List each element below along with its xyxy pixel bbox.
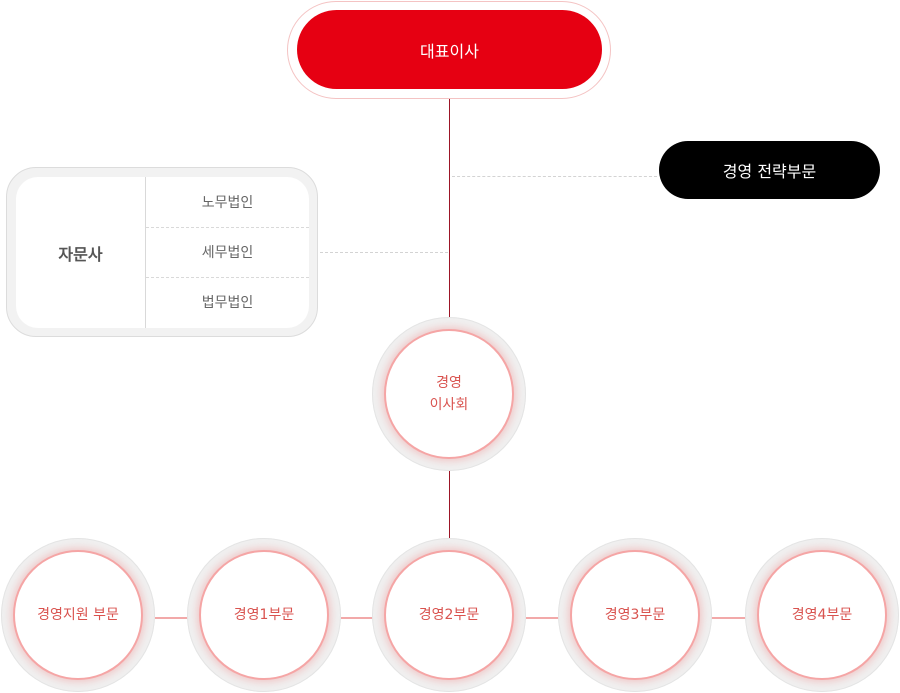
division-label: 경영1부문: [233, 607, 295, 623]
board-label-line2: 이사회: [429, 397, 469, 413]
division-label: 경영2부문: [418, 607, 480, 623]
division-label: 경영4부문: [791, 607, 853, 623]
advisor-item-law[interactable]: 법무법인: [201, 295, 254, 311]
ceo-to-board-line: [449, 99, 450, 317]
board-node[interactable]: 경영 이사회: [384, 329, 514, 459]
strategy-dashed-connector: [452, 176, 657, 177]
division-node-3[interactable]: 경영3부문: [570, 550, 700, 680]
board-to-divisions-line: [449, 471, 450, 539]
board-label-line1: 경영: [436, 375, 462, 391]
advisor-item-tax[interactable]: 세무법인: [201, 245, 254, 261]
division-connector-3: [526, 617, 559, 619]
advisors-dashed-connector: [320, 252, 448, 253]
division-connector-1: [155, 617, 188, 619]
division-connector-4: [711, 617, 747, 619]
ceo-node[interactable]: 대표이사: [297, 10, 602, 89]
advisor-separator: [146, 227, 309, 228]
ceo-label: 대표이사: [420, 41, 479, 61]
division-connector-2: [341, 617, 374, 619]
division-node-1[interactable]: 경영1부문: [199, 550, 329, 680]
advisor-item-labor[interactable]: 노무법인: [201, 195, 254, 211]
division-label: 경영3부문: [604, 607, 666, 623]
division-node-2[interactable]: 경영2부문: [384, 550, 514, 680]
advisors-title: 자문사: [16, 177, 146, 328]
division-node-4[interactable]: 경영4부문: [757, 550, 887, 680]
division-label: 경영지원 부문: [37, 607, 119, 623]
advisors-box: 자문사 노무법인 세무법인 법무법인: [16, 177, 309, 328]
strategy-node[interactable]: 경영 전략부문: [659, 141, 880, 199]
advisor-separator: [146, 277, 309, 278]
division-node-support[interactable]: 경영지원 부문: [13, 550, 143, 680]
strategy-label: 경영 전략부문: [722, 162, 817, 181]
